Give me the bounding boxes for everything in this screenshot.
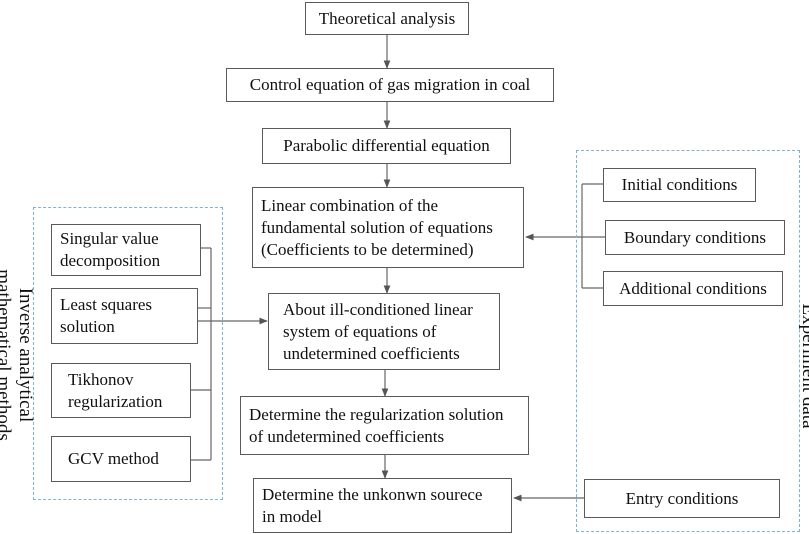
ill-conditioned-box: About ill-conditioned linear system of e… — [268, 293, 500, 370]
methods-group-border — [33, 207, 223, 500]
linear-combination-line-2: fundamental solution of equations — [261, 217, 493, 237]
control-equation-label: Control equation of gas migration in coa… — [249, 75, 531, 94]
entry-conditions-label: Entry conditions — [625, 488, 739, 508]
method-gcv-line-1: GCV method — [68, 449, 159, 468]
linear-combination-box: Linear combination of the fundamental so… — [252, 187, 524, 268]
theoretical-analysis-box: Theoretical analysis — [305, 2, 469, 35]
additional-conditions-label: Additional conditions — [619, 278, 767, 298]
initial-conditions-label: Initial conditions — [621, 175, 738, 194]
experiment-group-label-text: Experiment data — [798, 303, 809, 429]
method-tikhonov-box: Tikhonov regularization — [51, 363, 191, 418]
theoretical-analysis-label: Theoretical analysis — [318, 8, 456, 28]
boundary-conditions-label: Boundary conditions — [623, 227, 767, 247]
parabolic-equation-box: Parabolic differential equation — [262, 128, 511, 164]
unknown-source-box: Determine the unkonwn sourece in model — [253, 478, 512, 533]
additional-conditions-box: Additional conditions — [603, 271, 783, 306]
parabolic-equation-label: Parabolic differential equation — [283, 136, 490, 155]
unknown-source-line-1: Determine the unkonwn sourece — [262, 484, 483, 504]
methods-group-label: Inverse analytical mathematical methods — [0, 240, 36, 470]
boundary-conditions-box: Boundary conditions — [605, 220, 785, 255]
initial-conditions-box: Initial conditions — [603, 168, 756, 202]
entry-conditions-box: Entry conditions — [584, 479, 780, 518]
method-tikhonov-line-1: Tikhonov — [68, 369, 134, 389]
method-svd-box: Singular value decomposition — [51, 224, 201, 276]
method-least-squares-line-1: Least squares — [60, 295, 153, 314]
methods-group-label-line-1: Inverse analytical — [15, 287, 36, 423]
ill-conditioned-line-2: system of equations of — [283, 321, 437, 341]
linear-combination-line-3: (Coefficients to be determined) — [261, 239, 474, 259]
method-least-squares-box: Least squares solution — [51, 288, 198, 344]
unknown-source-line-2: in model — [262, 506, 322, 526]
method-svd-line-1: Singular value — [60, 229, 159, 248]
regularization-solution-line-1: Determine the regularization solution — [249, 404, 504, 424]
experiment-group-border — [576, 150, 800, 532]
method-least-squares-line-2: solution — [60, 317, 115, 336]
regularization-solution-box: Determine the regularization solution of… — [240, 396, 529, 455]
ill-conditioned-line-3: undetermined coefficients — [283, 343, 460, 363]
method-tikhonov-line-2: regularization — [68, 391, 163, 411]
ill-conditioned-line-1: About ill-conditioned linear — [283, 299, 473, 319]
method-gcv-box: GCV method — [51, 436, 191, 482]
regularization-solution-line-2: of undetermined coefficients — [249, 426, 445, 446]
control-equation-box: Control equation of gas migration in coa… — [226, 68, 554, 102]
experiment-group-label: Experiment data — [797, 276, 809, 456]
method-svd-line-2: decomposition — [60, 251, 161, 270]
methods-group-label-line-2: mathematical methods — [0, 269, 14, 441]
linear-combination-line-1: Linear combination of the — [261, 195, 439, 215]
